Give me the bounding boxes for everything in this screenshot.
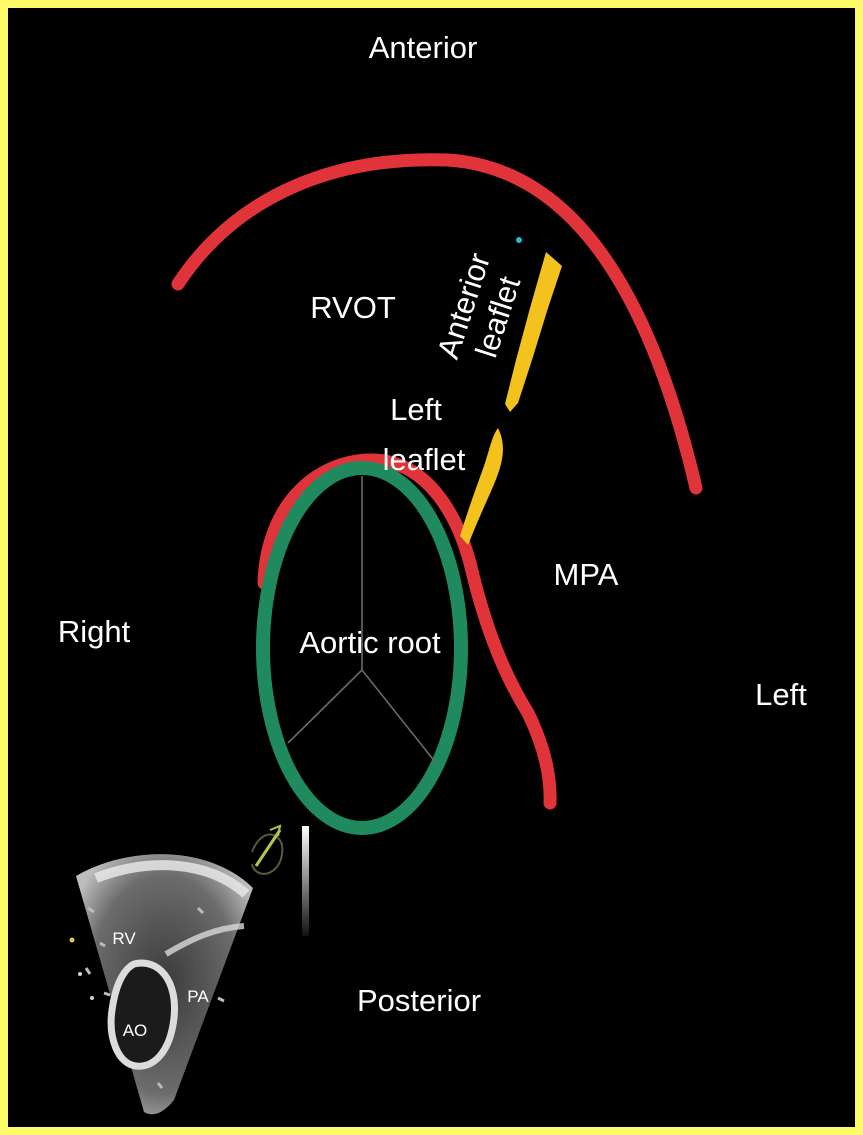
anterior-leaflet-label: Anterior leaflet	[430, 249, 531, 374]
posterior-label: Posterior	[357, 983, 481, 1018]
echo-marker-dot	[70, 938, 75, 943]
right-label: Right	[58, 614, 131, 649]
left-label: Left	[755, 677, 807, 712]
rvot-label: RVOT	[310, 290, 396, 325]
echo-ao-label: AO	[123, 1021, 148, 1040]
greyscale-bar	[302, 826, 309, 936]
aortic-root-label: Aortic root	[299, 625, 441, 660]
left-leaflet-label-line1: Left	[390, 392, 442, 427]
pulmonary-anterior-leaflet	[505, 252, 562, 412]
echo-marker-dot	[90, 996, 94, 1000]
echo-rv-label: RV	[112, 929, 136, 948]
anterior-leaflet-tip	[516, 237, 522, 243]
echo-marker-dot	[78, 972, 82, 976]
parasternal-short-axis-diagram: Anterior Posterior Right Left RVOT MPA A…	[8, 8, 855, 1127]
rvot-outer-wall	[178, 160, 696, 488]
anterior-label: Anterior	[369, 30, 478, 65]
probe-orientation-icon	[252, 826, 282, 874]
aortic-commissure-right	[362, 670, 436, 763]
aortic-commissure-left	[288, 670, 362, 743]
pulmonary-left-leaflet	[460, 428, 503, 545]
echo-pa-label: PA	[187, 987, 209, 1006]
diagram-frame: Anterior Posterior Right Left RVOT MPA A…	[8, 8, 855, 1127]
mpa-label: MPA	[554, 557, 619, 592]
echo-inset: RV PA AO	[70, 854, 254, 1114]
left-leaflet-label-line2: leaflet	[383, 442, 466, 477]
echo-ao-ring	[111, 963, 174, 1066]
